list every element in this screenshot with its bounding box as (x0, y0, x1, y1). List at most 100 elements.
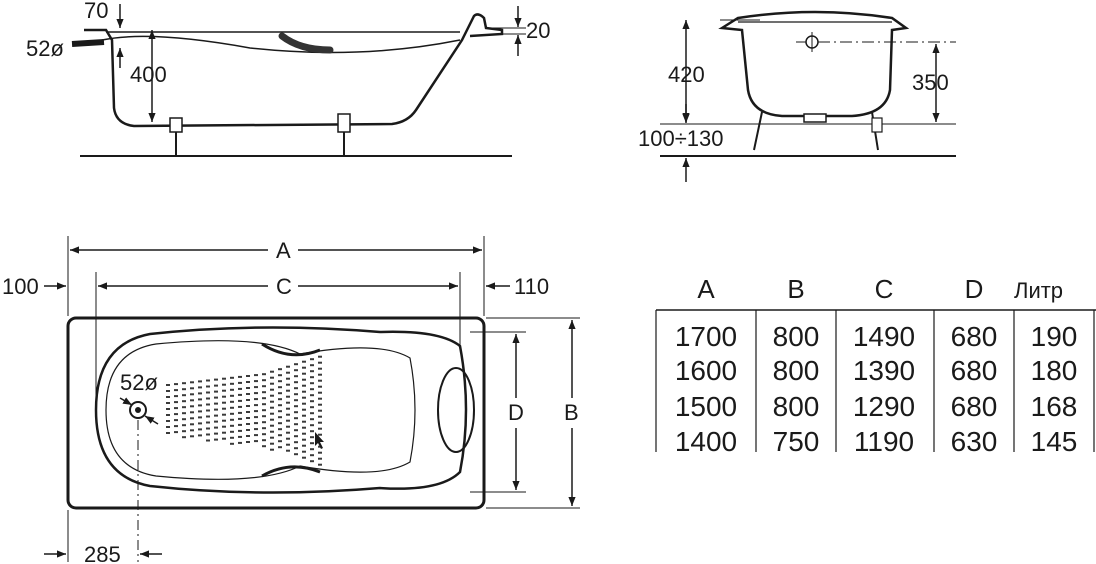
antislip-dot (238, 375, 242, 378)
antislip-dot (278, 368, 282, 371)
antislip-dot (278, 374, 282, 377)
label-c: C (276, 274, 292, 299)
table-cell: 680 (951, 391, 998, 422)
antislip-dot (262, 421, 266, 424)
antislip-dot (230, 442, 234, 445)
end-view: 420 350 100÷130 (638, 10, 956, 182)
grab-handle (278, 32, 334, 54)
antislip-dot (190, 387, 194, 390)
table-header-d: D (965, 274, 984, 304)
antislip-dot (294, 381, 298, 384)
antislip-dot (182, 394, 186, 397)
antislip-dot (174, 419, 178, 422)
antislip-dot (294, 417, 298, 420)
antislip-dot (270, 442, 274, 445)
end-legs (753, 111, 883, 151)
table-header-a: A (697, 274, 715, 304)
antislip-dot (294, 387, 298, 390)
table-cell: 168 (1031, 391, 1078, 422)
dim-350-label: 350 (912, 70, 949, 95)
antislip-dot (310, 424, 314, 427)
antislip-dot (302, 444, 306, 447)
antislip-dot (190, 423, 194, 426)
antislip-dot (198, 428, 202, 431)
antislip-dot (286, 365, 290, 368)
antislip-dot (230, 388, 234, 391)
antislip-dot (166, 402, 170, 404)
antislip-dot (198, 404, 202, 407)
size-table: A B C D Литр 1700 800 1490 680 190 1600 … (655, 274, 1096, 457)
table-header-litr: Литр (1014, 278, 1063, 303)
table-cell: 1190 (854, 426, 914, 457)
end-drain (803, 113, 827, 123)
handle-bottom (261, 465, 321, 478)
antislip-dot (238, 441, 242, 444)
antislip-dot (198, 410, 202, 413)
antislip-dot (206, 409, 210, 412)
table-cell: 145 (1031, 426, 1078, 457)
antislip-dot (246, 429, 250, 431)
antislip-dot (166, 396, 170, 398)
table-header-c: C (875, 274, 894, 304)
antislip-dot (318, 415, 322, 418)
table-cell: 680 (951, 321, 998, 352)
antislip-dot (278, 398, 282, 401)
antislip-dot (174, 401, 178, 404)
antislip-dot (318, 355, 322, 358)
antislip-dot (254, 386, 258, 389)
antislip-dot (254, 404, 258, 407)
handle-top (261, 342, 321, 357)
antislip-dot (294, 447, 298, 450)
antislip-dot (302, 438, 306, 441)
antislip-dot (222, 401, 226, 404)
antislip-dot (238, 399, 242, 402)
antislip-dot (318, 361, 322, 364)
antislip-dot (270, 430, 274, 433)
antislip-dot (262, 427, 266, 430)
dim-400-label: 400 (130, 62, 167, 87)
table-cell: 1400 (675, 426, 737, 457)
antislip-dot (238, 423, 242, 426)
overflow-pipe (71, 39, 105, 47)
dim-285-label: 285 (84, 542, 121, 564)
antislip-dot (214, 396, 218, 399)
antislip-dot (230, 406, 234, 409)
antislip-dot (318, 373, 322, 376)
label-a: A (276, 238, 291, 263)
antislip-dot (294, 453, 298, 456)
antislip-dot (294, 393, 298, 396)
table-cell: 180 (1031, 355, 1078, 386)
antislip-dot (318, 385, 322, 388)
antislip-dot (278, 422, 282, 425)
antislip-dot (286, 449, 290, 452)
antislip-dot (230, 412, 234, 415)
antislip-dot (214, 426, 218, 429)
antislip-dot (214, 438, 218, 441)
antislip-dot (166, 384, 170, 386)
antislip-dot (310, 370, 314, 373)
antislip-dot (286, 377, 290, 380)
table-cell: 800 (773, 321, 820, 352)
antislip-dot (310, 436, 314, 439)
antislip-dot (190, 399, 194, 402)
antislip-dot (238, 381, 242, 384)
antislip-dot (310, 448, 314, 451)
antislip-dot (302, 408, 306, 411)
antislip-dot (294, 435, 298, 438)
antislip-dot (198, 434, 202, 437)
dim-420-label: 420 (668, 62, 705, 87)
antislip-dot (190, 429, 194, 432)
antislip-dot (254, 428, 258, 431)
dim-52-label: 52ø (26, 36, 64, 61)
antislip-dot (214, 414, 218, 417)
antislip-dot (302, 450, 306, 453)
antislip-dot (214, 384, 218, 387)
antislip-dot (222, 413, 226, 416)
antislip-dot (230, 424, 234, 427)
antislip-dot (302, 390, 306, 393)
dim-20-label: 20 (526, 18, 550, 43)
antislip-dot (182, 418, 186, 421)
antislip-dot (182, 424, 186, 427)
antislip-dot (238, 411, 242, 414)
antislip-dot (190, 405, 194, 408)
